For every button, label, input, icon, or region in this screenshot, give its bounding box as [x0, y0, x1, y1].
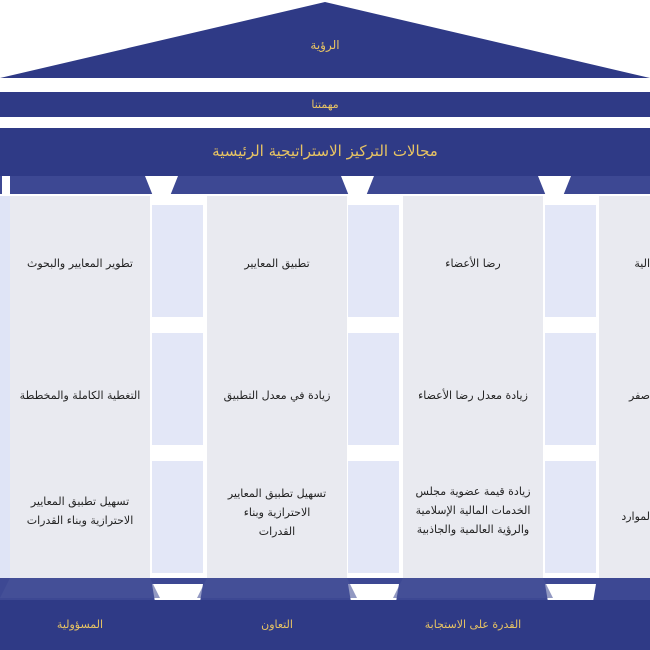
pillar-implementation: تطبيق المعايير زيادة في معدل التطبيق تسه…	[207, 196, 347, 578]
value-label: القدرة على الاستجابة	[424, 618, 522, 631]
mission-label: مهمتنا	[311, 98, 339, 111]
gap-cell	[152, 205, 203, 317]
pillar-members: رضا الأعضاء زيادة معدل رضا الأعضاء زيادة…	[403, 196, 543, 578]
pillar-row: رضا الأعضاء	[445, 257, 501, 270]
focus-band: مجالات التركيز الاستراتيجية الرئيسية	[0, 128, 650, 176]
pillar-row: التغطية الكاملة والمخططة	[19, 389, 141, 402]
pillar-row: زيادة معدل رضا الأعضاء	[418, 389, 528, 402]
roof	[0, 2, 650, 78]
pillar-row: تطبيق المعايير	[244, 257, 310, 270]
pillar-row: الية	[634, 257, 650, 270]
pillar-cutoff: الية صفر لموارد	[599, 196, 650, 578]
pillar-standards: تطوير المعايير والبحوث التغطية الكاملة و…	[10, 196, 150, 578]
gap-cell	[545, 461, 596, 573]
pillar-row: زيادة قيمة عضوية مجلس الخدمات المالية ال…	[415, 485, 531, 536]
gap-cell	[348, 205, 399, 317]
gap-left	[0, 196, 10, 578]
gap-cell	[152, 461, 203, 573]
pillar-row: تطوير المعايير والبحوث	[27, 257, 133, 270]
pillar-row: تسهيل تطبيق المعايير الاحترازية وبناء ال…	[26, 495, 134, 527]
pillar-row: زيادة في معدل التطبيق	[223, 389, 331, 402]
pillar-row: صفر	[629, 389, 650, 402]
gap-cell	[152, 333, 203, 445]
pillar-capitals	[2, 176, 571, 196]
pillar-bases	[0, 578, 650, 602]
mission-band: مهمتنا	[0, 92, 650, 117]
pillar-row: لموارد	[621, 510, 650, 523]
pillar-row: تسهيل تطبيق المعايير الاحترازية وبناء ال…	[227, 487, 327, 538]
value-label: المسؤولية	[56, 618, 104, 631]
focus-title: مجالات التركيز الاستراتيجية الرئيسية	[212, 142, 438, 160]
vision-label: الرؤية	[310, 38, 340, 52]
gap-cell	[545, 333, 596, 445]
value-label: التعاون	[261, 618, 293, 631]
gap-cell	[348, 461, 399, 573]
gap-cell	[545, 205, 596, 317]
gap-cell	[348, 333, 399, 445]
values-band	[0, 600, 650, 650]
